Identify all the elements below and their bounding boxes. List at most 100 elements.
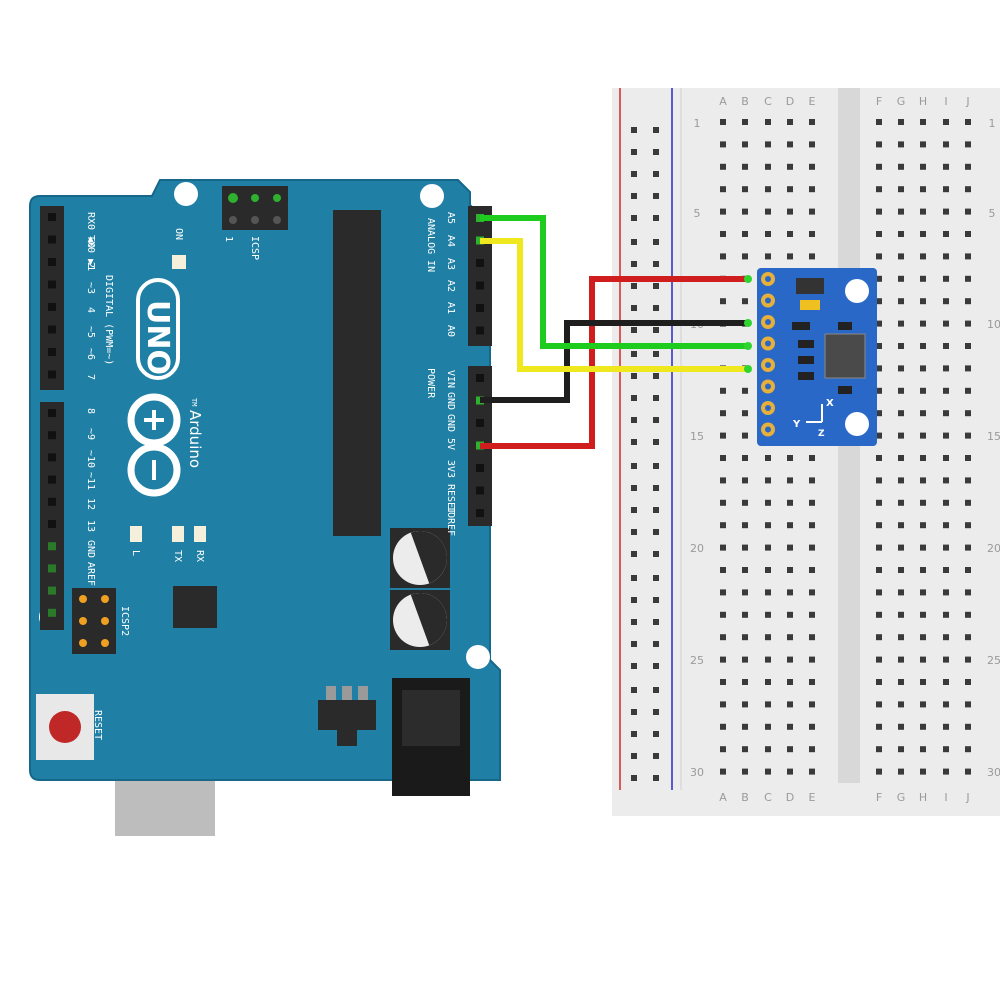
row-number: 15 (690, 430, 704, 443)
icsp-pin (251, 194, 259, 202)
sensor-pad-hole (765, 405, 771, 411)
breadboard-hole (787, 723, 793, 730)
rail-hole (653, 687, 659, 693)
breadboard-hole (920, 231, 926, 237)
breadboard-hole (943, 365, 949, 372)
breadboard-hole (742, 679, 748, 685)
breadboard-hole (920, 432, 926, 439)
breadboard-hole (898, 723, 904, 730)
breadboard-hole (876, 365, 882, 372)
breadboard-hole (787, 499, 793, 506)
breadboard-hole (720, 499, 726, 506)
power-pin-label: RESET (445, 484, 456, 514)
breadboard-hole (809, 701, 815, 708)
breadboard-hole (965, 499, 971, 506)
power-label: POWER (425, 368, 436, 399)
voltage-regulator (318, 686, 376, 746)
rail-hole (631, 619, 637, 625)
breadboard-hole (720, 567, 726, 573)
breadboard-hole (876, 544, 882, 551)
usb-chip (173, 586, 217, 628)
uno-logo: UNO (136, 278, 180, 380)
breadboard-hole (876, 163, 882, 170)
digital-pin-label: ~5 (85, 326, 96, 338)
icsp2-pin (101, 639, 109, 647)
breadboard-hole (765, 656, 771, 663)
dc-power-jack (392, 678, 470, 796)
regulator-body (318, 700, 376, 730)
wire-end-5v (744, 275, 752, 283)
breadboard-hole (809, 768, 815, 775)
reset-button-cap[interactable] (49, 711, 81, 743)
breadboard-hole (742, 186, 748, 193)
breadboard-hole (965, 253, 971, 260)
led-l-label: L (130, 550, 141, 556)
column-letter: H (919, 95, 927, 108)
led-tx (172, 526, 184, 542)
breadboard-hole (965, 208, 971, 215)
mounting-hole (174, 182, 198, 206)
rail-hole (653, 171, 659, 177)
icsp-label: ICSP (249, 236, 260, 260)
sensor-mounting-hole (845, 412, 869, 436)
column-letter: I (944, 95, 947, 108)
digital-pin-label: TX0 ▶1 (85, 235, 96, 271)
breadboard-hole (787, 544, 793, 551)
mounting-hole (420, 184, 444, 208)
breadboard-hole (742, 611, 748, 618)
breadboard-hole (787, 679, 793, 685)
breadboard-hole (943, 320, 949, 327)
icsp2-pin (101, 595, 109, 603)
rail-hole (631, 663, 637, 669)
digital-pin-label: ~3 (85, 282, 96, 294)
rail-hole (653, 731, 659, 737)
arduino-brand: Arduino (186, 410, 204, 468)
breadboard-hole (943, 611, 949, 618)
reset-button[interactable] (36, 694, 94, 760)
breadboard-hole (898, 208, 904, 215)
icsp2-pin (101, 617, 109, 625)
digital-pin-label: GND (85, 540, 96, 558)
breadboard-hole (898, 656, 904, 663)
breadboard-hole (965, 544, 971, 551)
digital-header-pins (48, 213, 56, 617)
wire-gnd (480, 320, 748, 403)
breadboard-hole (898, 455, 904, 461)
breadboard-hole (943, 499, 949, 506)
breadboard-hole (787, 231, 793, 237)
reset-label: RESET (92, 710, 103, 740)
breadboard-hole (898, 746, 904, 753)
sensor-pad-hole (765, 297, 771, 304)
uno-logo-frame (136, 278, 180, 380)
breadboard-hole (943, 679, 949, 685)
trademark: TM (190, 398, 198, 406)
breadboard-hole (920, 768, 926, 775)
rail-hole (653, 575, 659, 581)
breadboard-hole (943, 701, 949, 708)
sensor-component (798, 356, 814, 364)
breadboard-hole (742, 567, 748, 573)
led-rx-label: RX (194, 550, 205, 562)
rail-hole (653, 619, 659, 625)
breadboard-hole (742, 477, 748, 484)
icsp2-pins (79, 595, 109, 647)
breadboard-hole (898, 186, 904, 193)
breadboard-hole (898, 679, 904, 685)
breadboard-hole (943, 163, 949, 170)
on-led (172, 255, 186, 269)
breadboard-hole (943, 432, 949, 439)
breadboard-hole (742, 746, 748, 753)
row-number: 15 (987, 430, 1000, 443)
rail-hole (653, 239, 659, 245)
breadboard-hole (787, 656, 793, 663)
header-pin (476, 304, 484, 312)
row-number: 30 (690, 766, 704, 779)
rail-hole (631, 775, 637, 781)
rail-hole (653, 709, 659, 715)
rail-hole (653, 373, 659, 379)
rail-hole (631, 731, 637, 737)
breadboard-hole (876, 320, 882, 327)
breadboard-hole (720, 634, 726, 641)
breadboard-hole (965, 455, 971, 461)
